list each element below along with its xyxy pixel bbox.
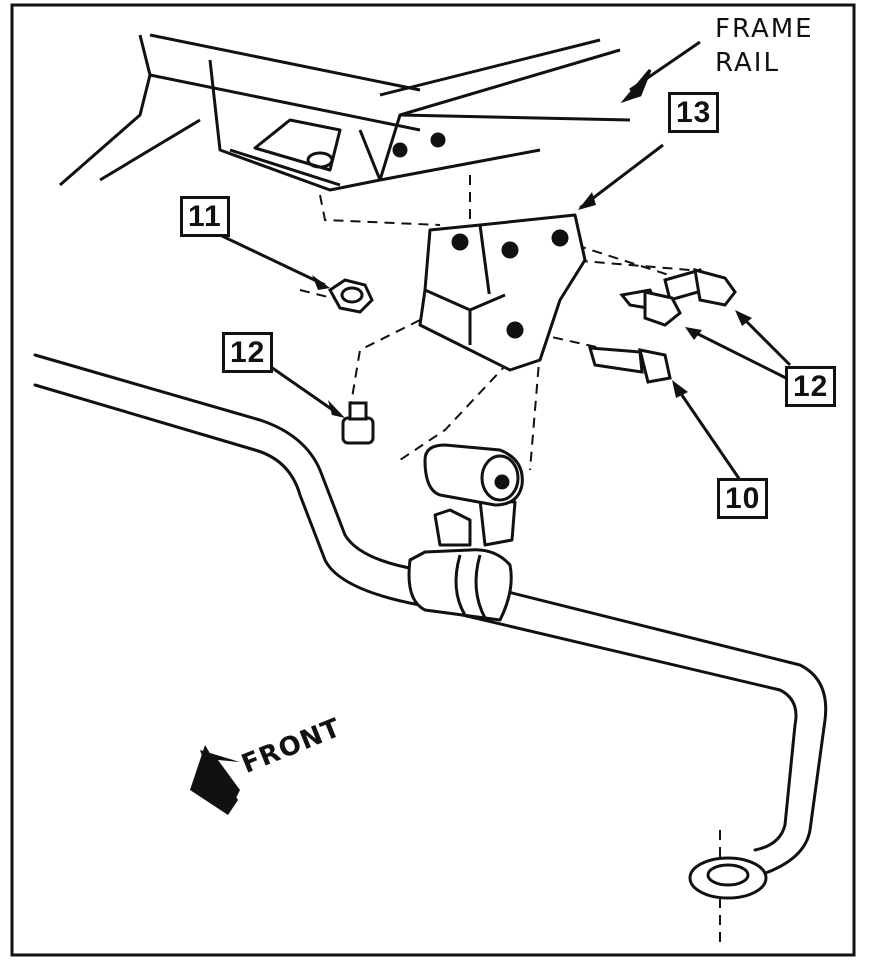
callout-13: 13 (668, 92, 720, 133)
frame-rail-label-line2: RAIL (715, 48, 780, 78)
callout-11: 11 (180, 196, 230, 237)
frame-rail-label-line1: FRAME (715, 14, 814, 44)
bar-end-eye (688, 856, 768, 900)
frame-rail-leader (620, 40, 701, 104)
front-arrow-icon (190, 745, 240, 815)
diagram-border (10, 3, 856, 957)
bolt-10 (587, 346, 672, 384)
callout-10: 10 (717, 478, 769, 519)
frame-rail (59, 33, 631, 192)
leader-lines (219, 143, 792, 481)
bolts-12-right (619, 267, 737, 327)
callout-12-left: 12 (222, 332, 274, 373)
mounting-bracket (418, 213, 587, 372)
leader-arrowheads (312, 192, 752, 418)
nut-12-left (341, 401, 375, 445)
bushing-clamp (407, 443, 524, 622)
callout-12-right: 12 (785, 366, 837, 407)
nut-11 (328, 278, 374, 314)
